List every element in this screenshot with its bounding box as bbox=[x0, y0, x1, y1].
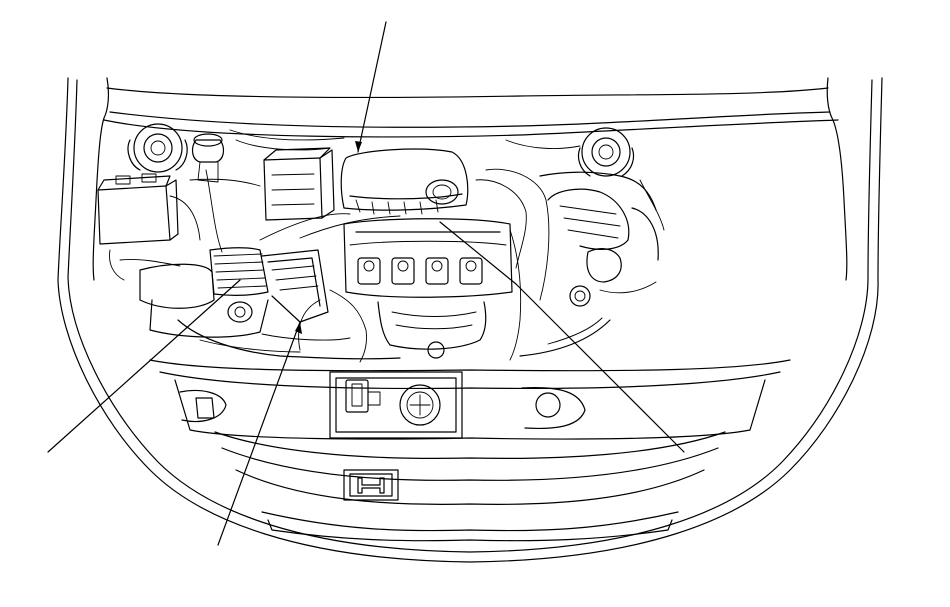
exhaust-manifold bbox=[377, 301, 487, 359]
callout-top-center bbox=[355, 21, 387, 153]
fuse-box bbox=[263, 147, 335, 221]
radiator-support-panel bbox=[329, 371, 463, 439]
battery bbox=[97, 173, 179, 245]
engine-cover bbox=[340, 148, 469, 215]
callout-bottom-center bbox=[217, 321, 302, 546]
front-fascia bbox=[149, 359, 791, 542]
brake-fluid-reservoir bbox=[191, 133, 225, 183]
left-strut-tower bbox=[127, 123, 188, 173]
coolant-reservoir bbox=[569, 248, 622, 307]
body-outline bbox=[57, 77, 883, 563]
callout-right bbox=[439, 221, 685, 453]
cylinder-head bbox=[343, 218, 513, 298]
air-intake-duct bbox=[209, 247, 329, 323]
hoses-and-wiring bbox=[109, 129, 665, 363]
hood-edge bbox=[106, 87, 829, 99]
lower-subframe bbox=[177, 317, 611, 360]
front-lamps bbox=[179, 387, 586, 430]
air-cleaner bbox=[139, 263, 269, 338]
honda-emblem bbox=[343, 469, 399, 501]
callout-left bbox=[47, 279, 241, 453]
right-side-components bbox=[539, 171, 659, 261]
right-strut-tower bbox=[577, 127, 635, 177]
